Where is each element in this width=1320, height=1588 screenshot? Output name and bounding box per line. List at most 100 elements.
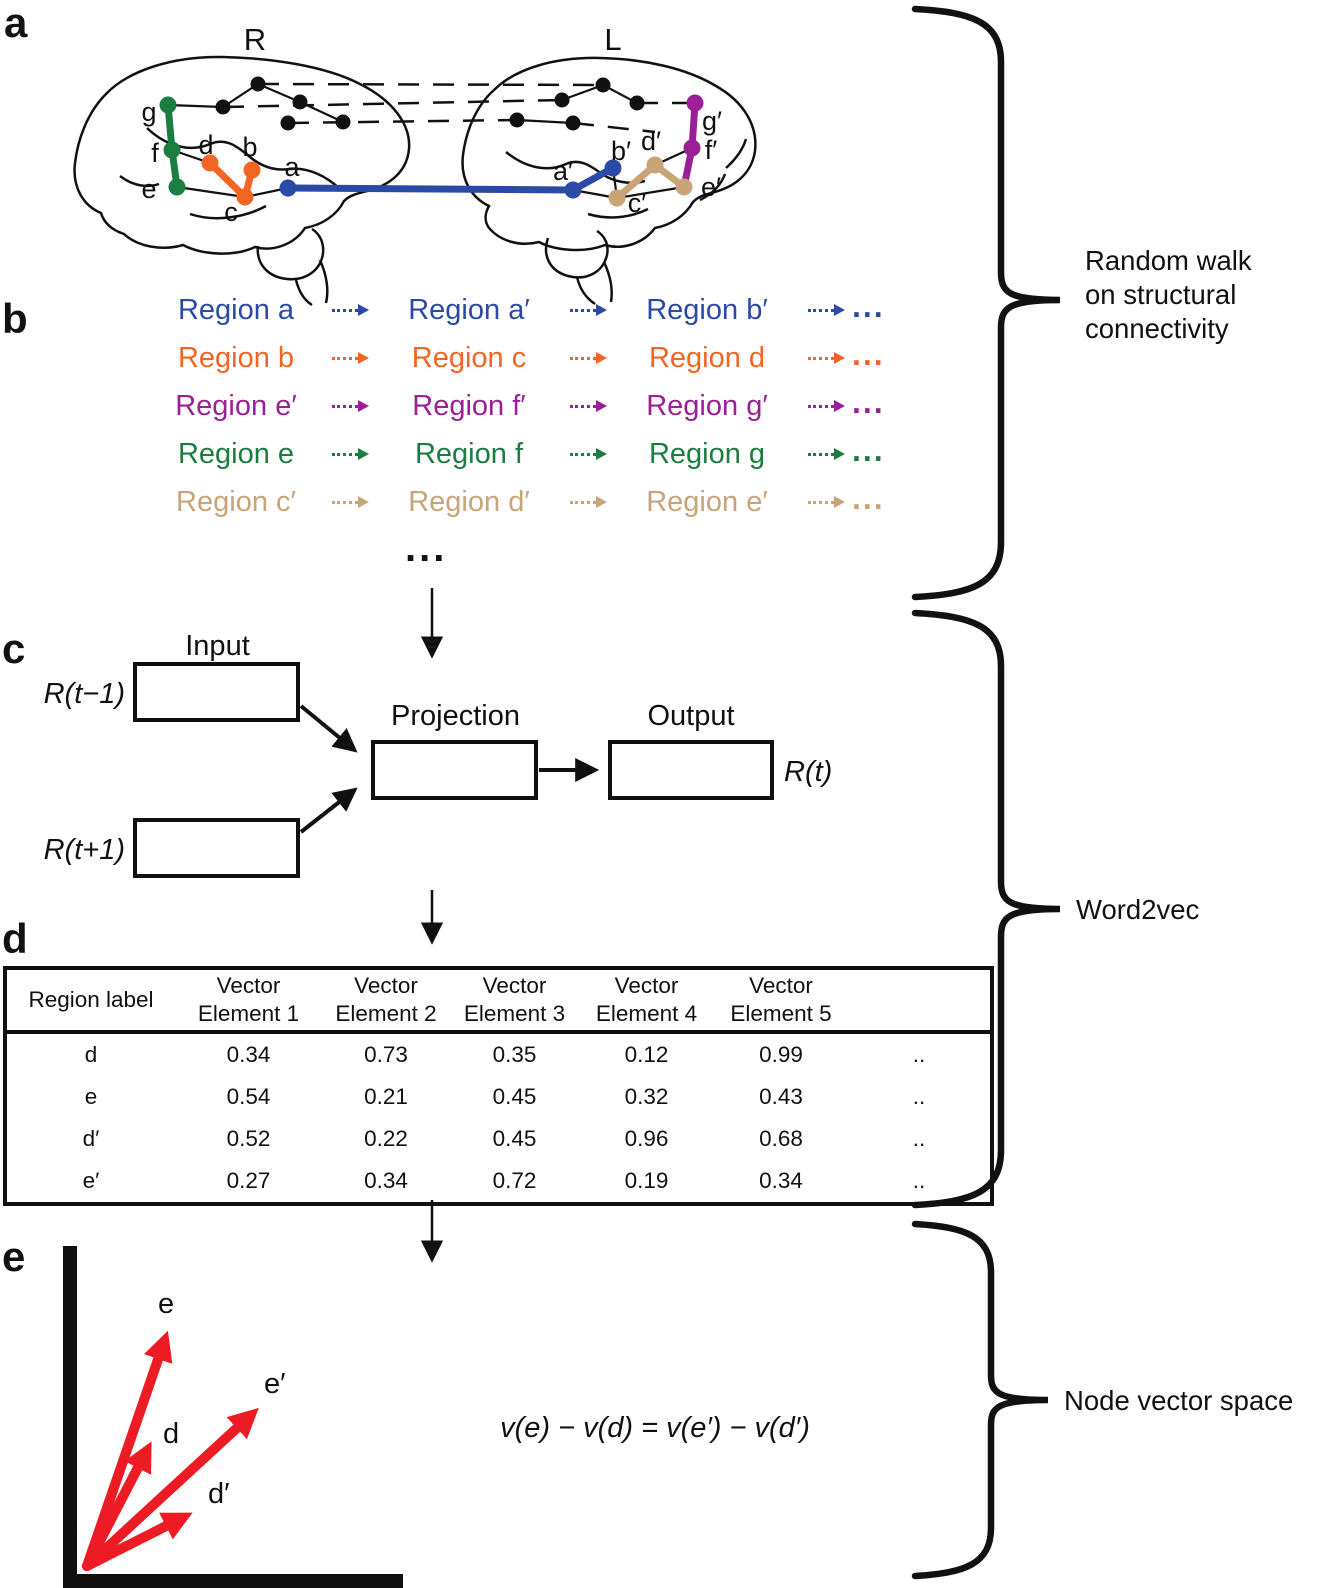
value-cell: 0.22 xyxy=(364,1126,408,1151)
more-cell: .. xyxy=(912,1126,926,1151)
r-t-label: R(t) xyxy=(784,756,833,788)
column-header: Vector Element 2 xyxy=(335,972,437,1026)
dotted-arrow-icon xyxy=(562,304,614,316)
walk-step: Region f xyxy=(414,437,523,470)
more-walks-ellipsis: ... xyxy=(405,526,448,570)
region-cell: d′ xyxy=(82,1126,100,1151)
table-row: e 0.54 0.21 0.45 0.32 0.43 .. xyxy=(5,1076,992,1118)
value-cell: 0.45 xyxy=(492,1084,537,1109)
value-cell: 0.54 xyxy=(226,1084,271,1109)
column-header-more xyxy=(848,968,992,1032)
walk-step: Region a xyxy=(177,293,295,326)
node-labels: g f e d b c a a′ b′ c′ d′ e′ f′ g′ xyxy=(141,97,722,227)
node-label-c-prime: c′ xyxy=(628,188,647,218)
value-cell: 0.35 xyxy=(492,1042,537,1067)
walk-ellipsis: ... xyxy=(852,431,885,468)
dotted-arrow-icon xyxy=(562,496,614,508)
dotted-arrow-icon xyxy=(562,352,614,364)
node-label-e: e xyxy=(141,174,156,204)
value-cell: 0.52 xyxy=(226,1126,271,1151)
node-label-g-prime: g′ xyxy=(702,106,722,136)
walk-step: Region f′ xyxy=(412,389,526,422)
walk-step: Region c xyxy=(411,341,527,374)
walk-ellipsis: ... xyxy=(852,335,885,372)
dotted-arrow-icon xyxy=(800,400,852,412)
vector-space-axes xyxy=(63,1246,403,1588)
walk-step: Region d′ xyxy=(408,485,530,518)
value-cell: 0.34 xyxy=(759,1168,803,1193)
value-cell: 0.68 xyxy=(759,1126,803,1151)
walk-ellipsis: ... xyxy=(852,383,885,420)
walk-ellipsis: ... xyxy=(852,287,885,324)
brace-random-walk xyxy=(911,5,1061,601)
node-label-b-prime: b′ xyxy=(611,136,631,166)
region-cell: d xyxy=(84,1042,98,1067)
brace-label-word2vec: Word2vec xyxy=(1076,894,1200,925)
table-header-row: Region label Vector Element 1 Vector Ele… xyxy=(5,968,992,1032)
node-label-c: c xyxy=(224,197,238,227)
panel-label-b: b xyxy=(2,295,28,342)
hemisphere-label-left: L xyxy=(604,22,622,57)
value-cell: 0.43 xyxy=(759,1084,803,1109)
hemisphere-label-right: R xyxy=(243,22,267,57)
dotted-arrow-icon xyxy=(324,448,376,460)
walk-row-1: Region a Region a′ Region b′ ... xyxy=(148,287,885,330)
r-prev-label: R(t−1) xyxy=(43,678,125,710)
dotted-arrow-icon xyxy=(324,496,376,508)
table-row: d′ 0.52 0.22 0.45 0.96 0.68 .. xyxy=(5,1118,992,1160)
walk-step: Region e xyxy=(177,437,295,470)
value-cell: 0.73 xyxy=(364,1042,408,1067)
walk-step: Region b′ xyxy=(646,293,768,326)
more-cell: .. xyxy=(912,1042,926,1067)
walk-row-2: Region b Region c Region d ... xyxy=(148,335,885,378)
walk-step: Region a′ xyxy=(408,293,530,326)
dotted-arrow-icon xyxy=(800,304,852,316)
output-box xyxy=(608,740,774,800)
brain-connectivity-diagram: g f e d b c a a′ b′ c′ d′ e′ f′ g′ xyxy=(73,55,757,307)
panel-label-a: a xyxy=(4,0,28,46)
value-cell: 0.34 xyxy=(226,1042,271,1067)
dashed-network-edges xyxy=(222,82,695,134)
table-row: d 0.34 0.73 0.35 0.12 0.99 .. xyxy=(5,1032,992,1076)
walk-row-5: Region c′ Region d′ Region e′ ... xyxy=(148,480,885,522)
value-cell: 0.32 xyxy=(624,1084,669,1109)
dotted-arrow-icon xyxy=(800,448,852,460)
input-box-prev xyxy=(133,662,300,722)
projection-box xyxy=(371,740,538,800)
walk-step: Region e′ xyxy=(175,389,297,422)
dotted-arrow-icon xyxy=(800,352,852,364)
dotted-arrow-icon xyxy=(562,448,614,460)
dotted-arrow-icon xyxy=(324,304,376,316)
dotted-arrow-icon xyxy=(324,352,376,364)
brain-outline-left xyxy=(461,56,757,306)
dotted-arrow-icon xyxy=(324,400,376,412)
vector-label-d: d xyxy=(163,1418,180,1450)
more-cell: .. xyxy=(912,1084,926,1109)
walk-step: Region g xyxy=(648,437,766,470)
walk-step: Region g′ xyxy=(646,389,768,422)
brace-label-node-vector-space: Node vector space xyxy=(1064,1385,1294,1416)
walk-step: Region d xyxy=(648,341,766,374)
vector-label-d-prime: d′ xyxy=(208,1478,230,1510)
brace-node-vector-space xyxy=(911,1220,1049,1580)
brace-label-random-walk: Random walk on structural connectivity xyxy=(1085,245,1252,344)
walk-row-4: Region e Region f Region g ... xyxy=(148,431,885,474)
node-label-g: g xyxy=(141,97,156,127)
word2vec-connectors xyxy=(299,704,600,834)
value-cell: 0.72 xyxy=(492,1168,537,1193)
value-cell: 0.27 xyxy=(226,1168,271,1193)
walk-step: Region b xyxy=(177,341,295,374)
output-label: Output xyxy=(647,700,735,732)
input-box-next xyxy=(133,818,300,878)
dotted-arrow-icon xyxy=(562,400,614,412)
walk-row-3: Region e′ Region f′ Region g′ ... xyxy=(148,383,885,426)
column-header: Vector Element 5 xyxy=(730,972,832,1026)
input-label: Input xyxy=(185,630,250,662)
network-nodes-black xyxy=(215,76,645,131)
node-label-d-prime: d′ xyxy=(641,126,661,156)
panel-label-c: c xyxy=(2,625,26,672)
value-cell: 0.12 xyxy=(624,1042,669,1067)
node-vectors xyxy=(82,1330,259,1571)
